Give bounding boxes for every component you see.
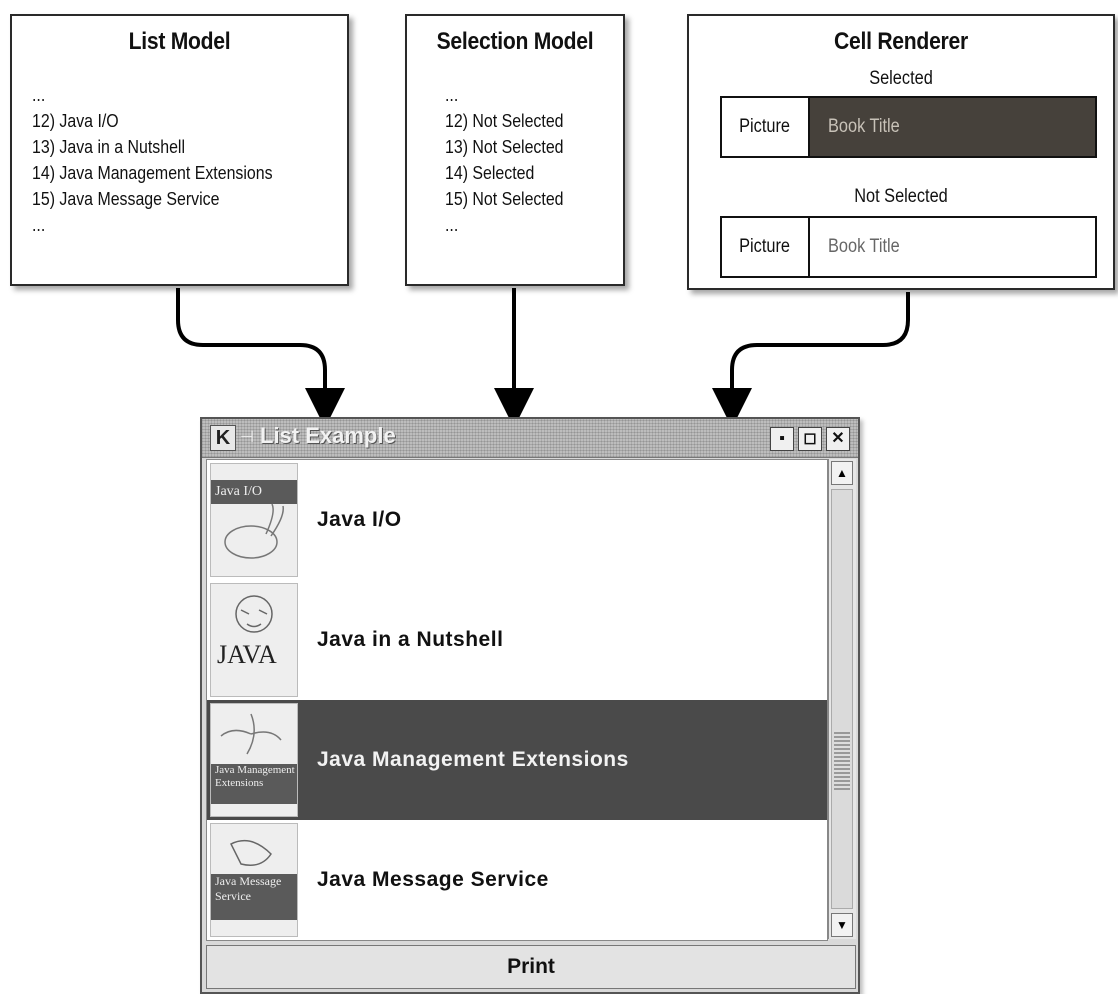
list-model-lines: ... 12) Java I/O 13) Java in a Nutshell … [32, 82, 273, 238]
list-item[interactable]: Java I/O Java I/O [207, 460, 827, 580]
selection-model-line: 14) Selected [445, 162, 535, 183]
close-button[interactable]: ✕ [826, 427, 850, 451]
selected-cell-example: Picture Book Title [720, 96, 1097, 158]
app-k-icon[interactable]: K [210, 425, 236, 451]
list-model-title: List Model [128, 28, 231, 55]
list-model-line: ... [32, 84, 46, 105]
book-cover-image: JAVA [210, 583, 298, 697]
scroll-track[interactable] [831, 489, 853, 909]
selection-model-line: 12) Not Selected [445, 110, 564, 131]
bird-illustration-icon [229, 839, 272, 866]
selection-model-box: Selection Model ... 12) Not Selected 13)… [405, 14, 625, 286]
window-titlebar[interactable]: K ⊣ List Example ▪ ◻ ✕ [202, 419, 858, 458]
scroll-down-arrow-icon[interactable]: ▼ [831, 913, 853, 937]
selection-model-line: 15) Not Selected [445, 188, 564, 209]
book-cover-image: Java Management Extensions [210, 703, 298, 817]
cell-renderer-title: Cell Renderer [834, 28, 968, 55]
scroll-up-arrow-icon[interactable]: ▲ [831, 461, 853, 485]
pin-icon[interactable]: ⊣ [240, 429, 254, 446]
list-model-line: 13) Java in a Nutshell [32, 136, 185, 157]
flower-illustration-icon [220, 713, 282, 755]
book-list[interactable]: Java I/O Java I/O JAVA Java in a Nutshel… [206, 459, 828, 941]
list-item-selected[interactable]: Java Management Extensions Java Manageme… [207, 700, 827, 820]
minimize-button[interactable]: ▪ [770, 427, 794, 451]
scroll-thumb[interactable] [834, 730, 850, 790]
list-item-label: Java in a Nutshell [317, 628, 504, 651]
book-cover-image: Java Message Service [210, 823, 298, 937]
list-model-line: ... [32, 214, 46, 235]
cell-book-title: Book Title [810, 98, 1095, 156]
list-item-label: Java I/O [317, 508, 402, 531]
selection-model-lines: ... 12) Not Selected 13) Not Selected 14… [445, 82, 564, 238]
selection-model-line: ... [445, 84, 459, 105]
list-model-line: 14) Java Management Extensions [32, 162, 273, 183]
print-button[interactable]: Print [206, 945, 856, 989]
arrow-cell-renderer [712, 292, 910, 428]
cell-book-title: Book Title [828, 236, 900, 257]
list-example-window: K ⊣ List Example ▪ ◻ ✕ Java I/O Java I/O [200, 417, 860, 994]
selection-model-line: 13) Not Selected [445, 136, 564, 157]
cover-title: Java Management Extensions [211, 764, 297, 804]
cell-picture: Picture [722, 98, 810, 156]
not-selected-label: Not Selected [854, 186, 948, 207]
list-item-label: Java Management Extensions [317, 748, 629, 771]
cell-renderer-box: Cell Renderer Selected Picture Book Titl… [687, 14, 1115, 290]
cover-title: Java I/O [211, 480, 297, 504]
arrow-list-model [176, 288, 345, 428]
list-model-box: List Model ... 12) Java I/O 13) Java in … [10, 14, 349, 286]
selection-model-line: ... [445, 214, 459, 235]
cell-picture: Picture [722, 218, 810, 276]
list-model-line: 15) Java Message Service [32, 188, 220, 209]
maximize-button[interactable]: ◻ [798, 427, 822, 451]
selected-label: Selected [869, 68, 933, 89]
list-item-label: Java Message Service [317, 868, 549, 891]
window-title: List Example [260, 423, 396, 448]
list-item[interactable]: Java Message Service Java Message Servic… [207, 820, 827, 940]
list-scrollbar[interactable]: ▲ ▼ [828, 459, 856, 939]
selection-model-title: Selection Model [436, 28, 594, 55]
rabbit-illustration-icon [224, 503, 284, 559]
tiger-illustration-icon [235, 595, 273, 633]
list-item[interactable]: JAVA Java in a Nutshell [207, 580, 827, 700]
book-cover-image: Java I/O [210, 463, 298, 577]
not-selected-cell-example: Picture Book Title [720, 216, 1097, 278]
cover-title: Java Message Service [211, 874, 297, 920]
list-model-line: 12) Java I/O [32, 110, 119, 131]
cover-title: JAVA [217, 640, 277, 669]
